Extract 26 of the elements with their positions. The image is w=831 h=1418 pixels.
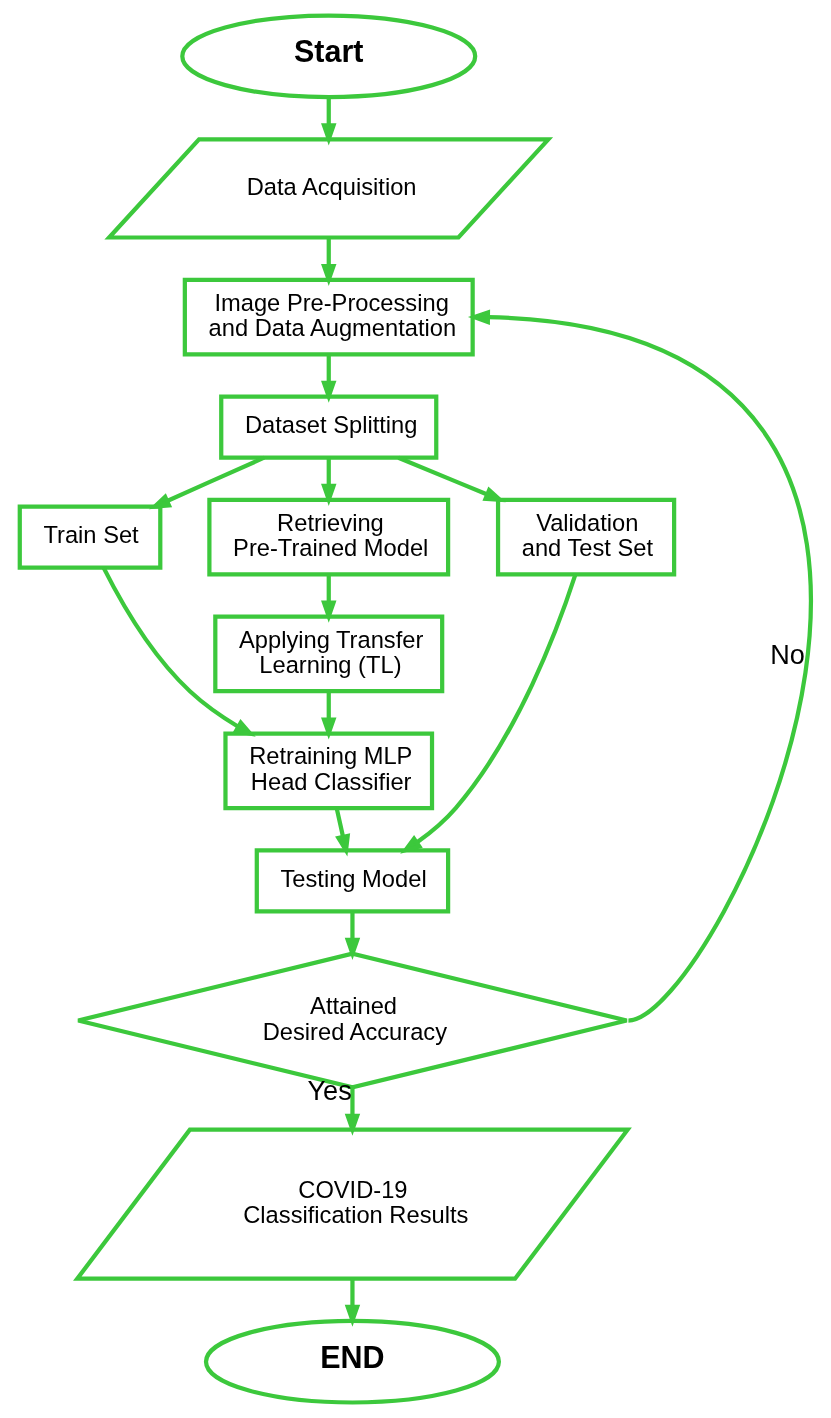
arrow bbox=[344, 1087, 361, 1136]
edge-label: No bbox=[770, 639, 805, 671]
node-box: Applying Transfer Learning (TL) bbox=[213, 614, 445, 694]
node-box: Retraining MLP Head Classifier bbox=[223, 731, 435, 811]
node-ellipse: END bbox=[203, 1318, 501, 1405]
node-ellipse: Start bbox=[180, 13, 478, 100]
node-box: Image Pre-Processing and Data Augmentation bbox=[182, 277, 475, 357]
arrow bbox=[321, 97, 337, 146]
arrow bbox=[334, 808, 351, 857]
node-box: Retrieving Pre-Trained Model bbox=[207, 497, 451, 577]
arrow bbox=[321, 457, 337, 506]
arrow bbox=[321, 354, 337, 403]
arrow bbox=[400, 573, 578, 854]
node-box: Dataset Splitting bbox=[219, 394, 439, 460]
node-box: Testing Model bbox=[254, 848, 451, 914]
arrow bbox=[397, 455, 506, 503]
arrow bbox=[148, 455, 265, 510]
arrow bbox=[467, 309, 813, 1023]
arrow bbox=[344, 1278, 361, 1327]
arrow bbox=[321, 691, 337, 740]
arrow bbox=[344, 911, 361, 960]
node-box: Train Set bbox=[17, 504, 163, 570]
arrow bbox=[321, 574, 337, 623]
arrow bbox=[321, 238, 337, 287]
arrow bbox=[101, 566, 256, 737]
node-box: Validation and Test Set bbox=[495, 497, 677, 577]
